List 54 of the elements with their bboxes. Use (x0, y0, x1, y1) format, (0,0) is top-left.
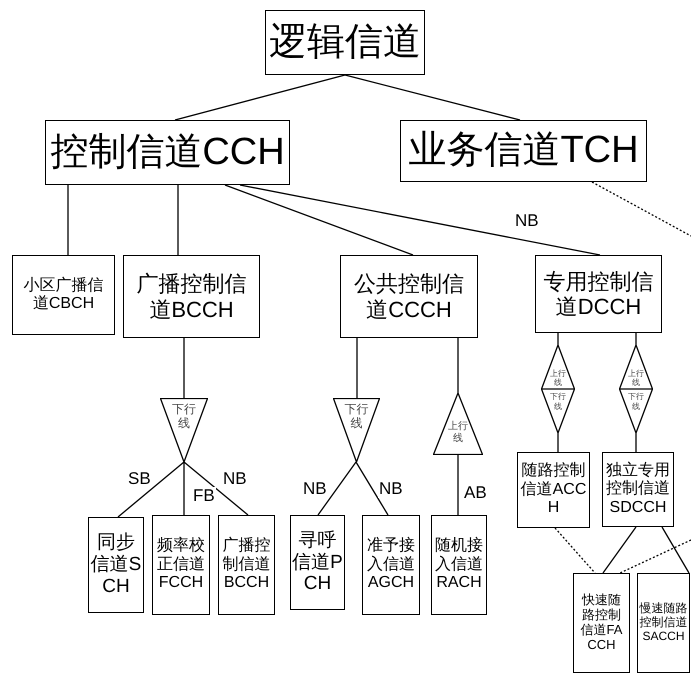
connector-line (183, 462, 185, 515)
downlink-triangle (333, 398, 380, 462)
channel-box: 公共控制信道CCCH (340, 255, 478, 338)
connector-line (635, 333, 637, 345)
channel-box: 快速随路控制信道FACCH (573, 573, 630, 673)
connector-line (355, 462, 389, 516)
channel-box: 随路控制信道ACCH (517, 452, 590, 528)
connector-line (557, 433, 559, 452)
direction-label: 下行线 (549, 392, 567, 412)
direction-label: 下行线 (171, 402, 197, 431)
uplink-downlink-diamond (541, 345, 575, 433)
channel-box: 专用控制信道DCCH (535, 255, 662, 333)
channel-box: 逻辑信道 (265, 10, 425, 75)
channel-box: 业务信道TCH (400, 120, 647, 182)
direction-label: 上行线 (627, 368, 645, 388)
connector-line (356, 338, 358, 398)
channel-box: 寻呼信道PCH (290, 515, 345, 610)
channel-box: 频率校正信道FCCH (152, 515, 210, 615)
connector-line (344, 74, 520, 121)
connector-line (602, 526, 637, 574)
connector-line (240, 184, 600, 256)
connector-line (557, 333, 559, 345)
dotted-connector (592, 181, 691, 237)
connector-line (224, 184, 414, 256)
direction-label: 下行线 (627, 392, 645, 412)
connector-line (67, 185, 69, 255)
uplink-downlink-diamond (619, 345, 653, 433)
channel-box: 慢速随路控制信道SACCH (637, 573, 690, 673)
channel-box: 广播控制信道BCCH (218, 515, 275, 615)
connector-line (183, 338, 185, 398)
channel-box: 控制信道CCH (45, 120, 290, 185)
edge-label: NB (378, 480, 404, 498)
connector-line (174, 74, 346, 121)
connector-line (118, 462, 184, 518)
dotted-connector (554, 528, 596, 574)
downlink-triangle (160, 398, 208, 462)
direction-label: 上行线 (447, 420, 469, 445)
direction-label: 下行线 (344, 402, 370, 431)
connector-line (317, 462, 357, 516)
channel-box: 准予接入信道AGCH (362, 515, 420, 615)
channel-box: 独立专用控制信道SDCCH (602, 452, 674, 527)
channel-box: 同步信道SCH (88, 517, 144, 613)
channel-box: 小区广播信道CBCH (12, 255, 115, 335)
uplink-triangle (433, 393, 483, 455)
connector-line (177, 185, 179, 255)
channel-box: 广播控制信道BCCH (123, 255, 260, 338)
channel-box: 随机接入信道RACH (431, 515, 487, 615)
direction-label: 上行线 (549, 368, 567, 388)
connector-line (457, 455, 459, 515)
dotted-connector (620, 539, 691, 574)
connector-line (661, 526, 690, 574)
connector-line (457, 338, 459, 393)
connector-line (635, 433, 637, 452)
connector-line (184, 462, 248, 516)
